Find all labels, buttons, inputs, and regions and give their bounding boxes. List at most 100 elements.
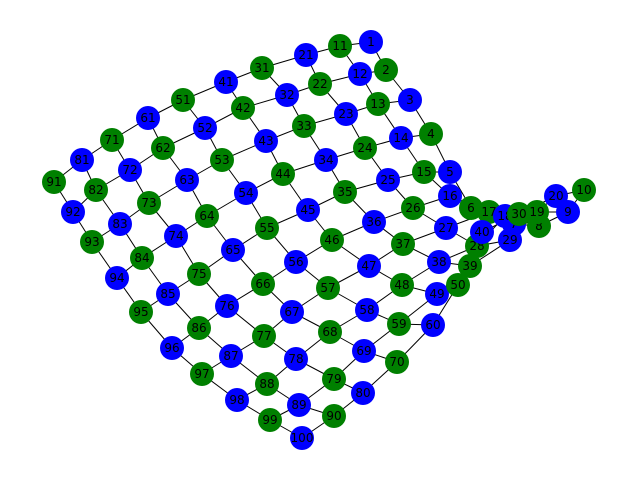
node-76: 76 — [215, 294, 239, 318]
node-circle — [362, 210, 386, 234]
node-circle — [446, 273, 470, 297]
node-label: 14 — [393, 131, 408, 145]
node-circle — [391, 232, 415, 256]
node-circle — [459, 196, 483, 220]
node-label: 33 — [296, 119, 311, 133]
node-label: 79 — [326, 372, 341, 386]
node-circle — [544, 184, 568, 208]
node-43: 43 — [254, 129, 278, 153]
node-label: 16 — [442, 189, 457, 203]
node-label: 88 — [259, 377, 274, 391]
node-label: 86 — [191, 321, 206, 335]
node-13: 13 — [366, 92, 390, 116]
node-98: 98 — [225, 388, 249, 412]
node-circle — [100, 128, 124, 152]
node-circle — [250, 56, 274, 80]
node-57: 57 — [316, 276, 340, 300]
node-80: 80 — [351, 381, 375, 405]
node-label: 72 — [122, 163, 137, 177]
node-label: 40 — [474, 225, 489, 239]
node-95: 95 — [129, 300, 153, 324]
node-78: 78 — [284, 347, 308, 371]
node-74: 74 — [164, 224, 188, 248]
node-circle — [458, 254, 482, 278]
node-42: 42 — [231, 96, 255, 120]
node-65: 65 — [221, 238, 245, 262]
node-circle — [164, 224, 188, 248]
node-31: 31 — [250, 56, 274, 80]
node-circle — [318, 320, 342, 344]
node-label: 90 — [326, 409, 341, 423]
node-label: 70 — [389, 355, 404, 369]
node-label: 32 — [279, 88, 294, 102]
node-circle — [357, 254, 381, 278]
node-label: 89 — [291, 398, 306, 412]
node-22: 22 — [308, 72, 332, 96]
node-label: 100 — [291, 431, 314, 445]
node-circle — [160, 336, 184, 360]
node-93: 93 — [80, 230, 104, 254]
node-circle — [219, 344, 243, 368]
node-51: 51 — [171, 88, 195, 112]
node-96: 96 — [160, 336, 184, 360]
node-label: 66 — [255, 277, 270, 291]
node-91: 91 — [42, 170, 66, 194]
node-label: 23 — [338, 107, 353, 121]
node-circle — [572, 178, 596, 202]
node-label: 50 — [450, 278, 465, 292]
node-3: 3 — [398, 88, 422, 112]
node-circle — [214, 70, 238, 94]
node-circle — [187, 262, 211, 286]
node-label: 8 — [535, 219, 543, 233]
node-49: 49 — [425, 282, 449, 306]
node-circle — [470, 220, 494, 244]
node-label: 1 — [367, 35, 375, 49]
node-label: 85 — [160, 287, 175, 301]
node-60: 60 — [421, 313, 445, 337]
node-label: 59 — [391, 317, 406, 331]
node-circle — [419, 122, 443, 146]
node-circle — [251, 272, 275, 296]
node-circle — [353, 136, 377, 160]
node-label: 62 — [155, 141, 170, 155]
node-label: 56 — [288, 255, 303, 269]
node-circle — [70, 148, 94, 172]
node-label: 48 — [394, 278, 409, 292]
node-label: 63 — [179, 173, 194, 187]
node-label: 10 — [576, 183, 591, 197]
node-circle — [225, 388, 249, 412]
node-circle — [507, 202, 531, 226]
node-label: 82 — [88, 183, 103, 197]
node-92: 92 — [61, 200, 85, 224]
node-5: 5 — [438, 160, 462, 184]
node-circle — [322, 404, 346, 428]
node-circle — [80, 230, 104, 254]
node-circle — [151, 136, 175, 160]
node-label: 36 — [366, 215, 381, 229]
node-circle — [129, 300, 153, 324]
node-61: 61 — [136, 106, 160, 130]
node-label: 91 — [46, 175, 61, 189]
node-label: 27 — [438, 221, 453, 235]
node-52: 52 — [193, 116, 217, 140]
node-circle — [255, 372, 279, 396]
node-48: 48 — [390, 273, 414, 297]
node-circle — [280, 300, 304, 324]
node-label: 46 — [324, 233, 339, 247]
node-97: 97 — [190, 362, 214, 386]
node-63: 63 — [175, 168, 199, 192]
node-circle — [136, 106, 160, 130]
node-1: 1 — [359, 30, 383, 54]
node-label: 53 — [214, 153, 229, 167]
node-circle — [175, 168, 199, 192]
node-83: 83 — [108, 212, 132, 236]
node-47: 47 — [357, 254, 381, 278]
node-56: 56 — [284, 250, 308, 274]
node-label: 41 — [218, 75, 233, 89]
node-68: 68 — [318, 320, 342, 344]
node-circle — [434, 216, 458, 240]
node-label: 77 — [256, 329, 271, 343]
node-89: 89 — [287, 393, 311, 417]
node-6: 6 — [459, 196, 483, 220]
